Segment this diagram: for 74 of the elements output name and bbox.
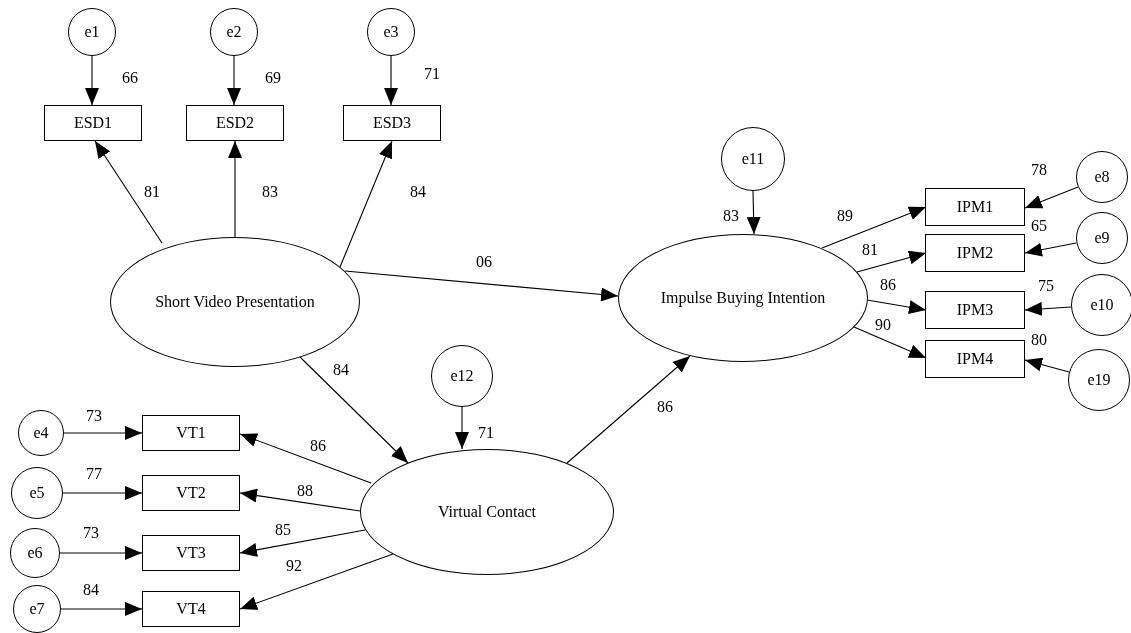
- error-circle: [18, 410, 64, 456]
- node-label: Impulse Buying Intention: [660, 288, 826, 308]
- arrow: [299, 356, 409, 464]
- arrow: [62, 486, 143, 500]
- node-label: IPM4: [956, 349, 994, 369]
- arrow: [384, 55, 398, 106]
- indicator-box: [925, 234, 1025, 272]
- node-label: VT2: [176, 483, 206, 503]
- node-label: IPM3: [956, 300, 994, 320]
- arrow: [239, 488, 361, 512]
- indicator-box: [186, 105, 284, 141]
- indicator-box: [142, 475, 240, 511]
- indicator-box: [925, 340, 1025, 378]
- error-circle: [1071, 274, 1131, 336]
- node-label: ESD1: [73, 113, 113, 133]
- arrow: [853, 326, 927, 359]
- error-circle: [1076, 151, 1128, 203]
- node-label: ESD2: [215, 113, 255, 133]
- indicator-box: [142, 415, 240, 451]
- node-label: Virtual Contact: [437, 502, 537, 522]
- node-label: e12: [450, 366, 474, 386]
- node-label: e10: [1090, 295, 1114, 315]
- arrow: [339, 140, 393, 268]
- node-label: VT4: [176, 599, 206, 619]
- arrow: [63, 426, 143, 440]
- node-label: e8: [1094, 167, 1110, 187]
- arrow: [59, 546, 143, 560]
- indicator-box: [925, 291, 1025, 329]
- error-circle: [210, 8, 258, 56]
- indicator-box: [142, 591, 240, 627]
- node-label: e3: [383, 22, 399, 42]
- arrow: [239, 553, 394, 610]
- indicator-box: [343, 105, 441, 141]
- error-circle: [10, 528, 60, 578]
- indicator-box: [925, 188, 1025, 226]
- arrow: [1024, 242, 1077, 257]
- node-label: e4: [33, 423, 49, 443]
- arrow: [455, 406, 469, 450]
- node-label: e2: [226, 22, 242, 42]
- node-label: e1: [84, 22, 100, 42]
- arrow: [94, 140, 163, 244]
- arrow: [228, 140, 242, 238]
- error-circle: [1076, 212, 1128, 264]
- error-circle: [13, 585, 61, 633]
- arrow: [856, 250, 927, 273]
- node-label: VT3: [176, 543, 206, 563]
- error-circle: [11, 467, 63, 519]
- arrow: [746, 190, 761, 235]
- node-label: ESD3: [372, 113, 412, 133]
- arrow: [344, 270, 619, 302]
- arrow: [227, 55, 241, 106]
- arrow: [1024, 301, 1072, 316]
- arrow: [85, 55, 99, 106]
- arrow: [1024, 357, 1070, 373]
- node-label: e11: [741, 149, 765, 169]
- indicator-box: [142, 535, 240, 571]
- arrow: [821, 206, 927, 249]
- node-label: e19: [1087, 370, 1111, 390]
- node-label: e7: [29, 599, 45, 619]
- arrow: [566, 355, 691, 464]
- arrow: [866, 299, 927, 315]
- node-label: e5: [29, 483, 45, 503]
- indicator-box: [44, 105, 142, 141]
- arrow: [239, 433, 372, 484]
- arrow: [60, 602, 143, 616]
- node-label: VT1: [176, 423, 206, 443]
- node-label: IPM1: [956, 197, 994, 217]
- error-circle: [367, 8, 415, 56]
- node-label: e9: [1094, 228, 1110, 248]
- node-label: IPM2: [956, 243, 994, 263]
- arrow: [1024, 186, 1079, 209]
- error-circle: [68, 8, 116, 56]
- node-label: e6: [27, 543, 43, 563]
- node-label: Short Video Presentation: [155, 292, 315, 312]
